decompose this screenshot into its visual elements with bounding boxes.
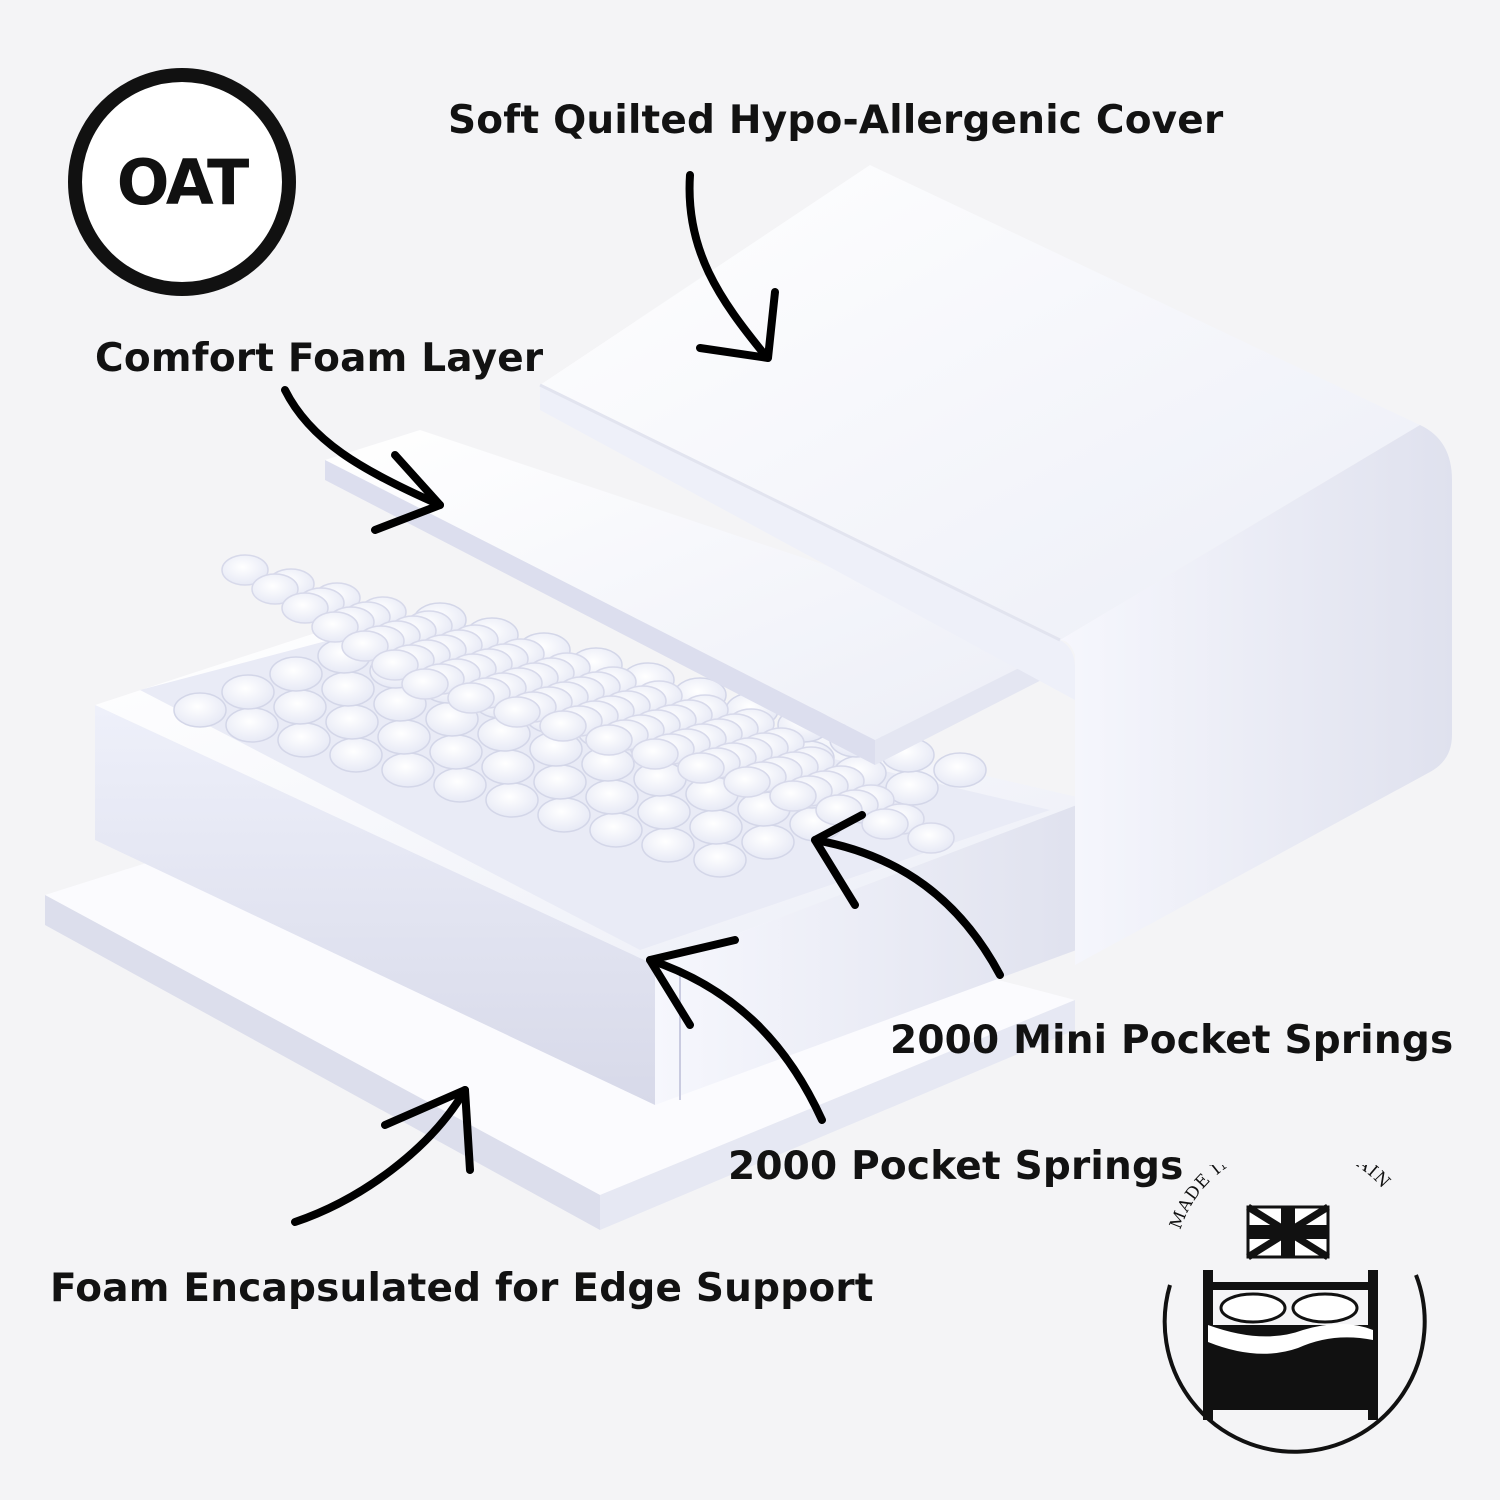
mini-pocket-spring [907, 822, 955, 854]
pocket-spring [689, 809, 743, 845]
pocket-spring [277, 722, 331, 758]
pocket-spring [933, 752, 987, 788]
mini-pocket-spring [281, 592, 329, 624]
arrow-to-mini-springs [811, 836, 1004, 979]
mini-pocket-spring [677, 752, 725, 784]
pocket-spring [173, 692, 227, 728]
pocket-springs [173, 554, 987, 878]
label-pocket-springs: 2000 Pocket Springs [728, 1144, 1184, 1189]
pocket-spring [321, 671, 375, 707]
pocket-spring [273, 689, 327, 725]
mini-pocket-spring [769, 780, 817, 812]
label-comfort-foam: Comfort Foam Layer [95, 336, 544, 381]
mini-pocket-spring [723, 766, 771, 798]
label-edge-support: Foam Encapsulated for Edge Support [50, 1266, 874, 1311]
mini-pocket-spring [447, 682, 495, 714]
arrow-to-comfort-foam [281, 386, 444, 509]
pocket-spring [329, 737, 383, 773]
mini-pocket-spring [371, 649, 419, 681]
mini-pocket-spring [401, 668, 449, 700]
pocket-spring [221, 674, 275, 710]
mini-pocket-spring [631, 738, 679, 770]
made-in-great-britain-badge: MADE IN GREAT BRITAIN [1162, 1165, 1427, 1454]
pocket-spring [693, 842, 747, 878]
arrow-to-pocket-springs [646, 956, 826, 1124]
pocket-spring [589, 812, 643, 848]
mini-pocket-spring [861, 808, 909, 840]
pocket-spring [429, 734, 483, 770]
brand-logo: OAT [68, 68, 296, 296]
pocket-spring [533, 764, 587, 800]
quilted-cover [539, 165, 1452, 965]
mini-pocket-spring [221, 554, 269, 586]
pocket-spring [377, 719, 431, 755]
label-mini-springs: 2000 Mini Pocket Springs [890, 1018, 1454, 1063]
arrow-to-cover [685, 171, 769, 359]
union-flag-icon [1246, 1204, 1330, 1260]
mini-pocket-spring [539, 710, 587, 742]
mini-pocket-spring [311, 611, 359, 643]
pocket-spring [269, 656, 323, 692]
mini-pocket-spring [251, 573, 299, 605]
pocket-spring [381, 752, 435, 788]
pocket-spring [741, 824, 795, 860]
pocket-spring [537, 797, 591, 833]
pocket-spring [325, 704, 379, 740]
callout-arrows [281, 171, 1004, 1226]
pocket-spring [641, 827, 695, 863]
comfort-foam-layer [325, 430, 1065, 765]
pocket-spring [637, 794, 691, 830]
logo-text: OAT [116, 145, 250, 219]
label-cover: Soft Quilted Hypo-Allergenic Cover [448, 98, 1224, 143]
mini-pocket-spring [585, 724, 633, 756]
pocket-spring [485, 782, 539, 818]
pocket-spring [225, 707, 279, 743]
bed-icon [1203, 1270, 1378, 1420]
mini-pocket-spring [493, 696, 541, 728]
mini-pocket-spring [341, 630, 389, 662]
pocket-spring [433, 767, 487, 803]
pocket-spring [481, 749, 535, 785]
pocket-spring [585, 779, 639, 815]
arrow-to-edge-support [291, 1086, 469, 1226]
